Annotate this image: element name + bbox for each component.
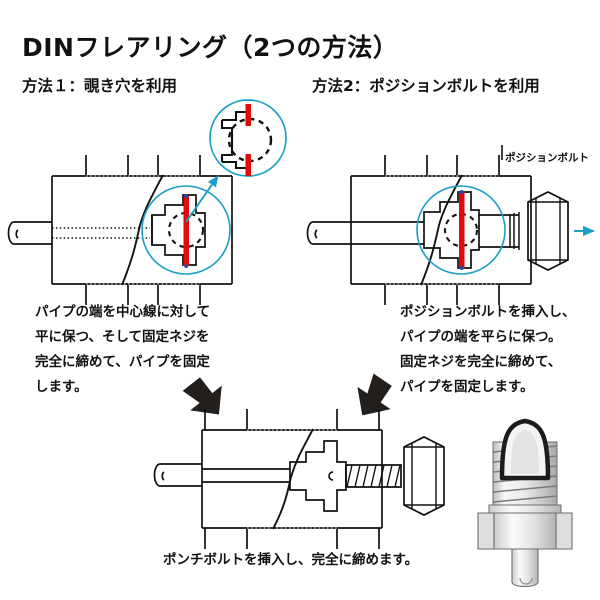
pipe-outline	[14, 221, 52, 245]
b-pipe-end-inner	[161, 471, 165, 481]
position-bolt-label: ポジションボルト	[505, 152, 589, 164]
bolt-thread-lines	[492, 445, 558, 503]
b-upper-port-stub-2	[336, 409, 380, 430]
pipe-end-flare	[7, 221, 15, 245]
process-arrows	[182, 373, 392, 416]
inset-red-bar-bottom	[245, 154, 251, 176]
method-1-instructions: パイプの端を中心線に対して 平に保つ、そして固定ネジを 完全に締めて、パイプを固…	[35, 304, 211, 395]
punch-bolt-tip-detail	[328, 471, 334, 481]
alignment-node-bottom	[184, 264, 189, 268]
punch-bolt-head-edges	[411, 443, 437, 509]
m2-position-bolt-dashed-circle	[443, 212, 479, 248]
hex-nut-body	[527, 191, 569, 271]
internal-section-curve	[121, 174, 164, 286]
method-2-callout-circle	[416, 185, 506, 275]
arrow-down-left-icon	[357, 373, 392, 416]
b-pipe-end-flare	[153, 463, 161, 487]
method-1-heading: 方法１：覗き穴を利用	[22, 77, 178, 95]
method-2-alignment-indicator	[459, 190, 465, 270]
inset-red-bar-top	[245, 104, 251, 126]
b-lower-port-stub-2	[336, 528, 380, 549]
bolt-hex-left-facet	[477, 512, 495, 550]
punch-bolt-threads	[346, 464, 401, 488]
position-bolt-illustration	[477, 418, 573, 588]
bolt-dome-cap	[499, 418, 551, 481]
inset-die-left-block	[220, 120, 234, 162]
bottom-caption: ポンチボルトを挿入し、完全に締めます。	[163, 552, 419, 568]
bolt-cylindrical-tip	[511, 548, 539, 588]
hex-nut-edges	[535, 198, 561, 264]
m2-internal-section-curve	[420, 174, 463, 286]
m2-upper-port-stub-2	[456, 155, 500, 176]
inset-die-lower-step	[222, 160, 248, 170]
punch-bolt-hex-head	[403, 436, 445, 516]
m2-flare-die-profile	[423, 191, 480, 269]
method-1-alignment-indicator	[183, 194, 189, 268]
method-2-fitting-assembly	[306, 155, 569, 305]
upper-port-stub	[85, 155, 129, 176]
m2-red-alignment-bar	[459, 192, 465, 268]
peep-hole-detail-inset	[209, 99, 287, 177]
b-lower-port-stub	[204, 528, 248, 549]
red-alignment-bar	[183, 196, 189, 266]
b-internal-section-curve	[272, 428, 314, 530]
m2-pipe-inside-body	[351, 221, 424, 245]
m2-fitting-body-outline	[350, 175, 532, 285]
pipe-end-inner	[15, 229, 19, 239]
method-2-instructions: ポジションボルトを挿入し、 パイプの端を平らに保つ。 固定ネジを完全に締めて、 …	[400, 304, 576, 395]
method-1-callout-circle	[141, 185, 231, 275]
m2-pipe-end-inner	[314, 229, 318, 239]
b-pipe-outline	[160, 463, 202, 487]
upper-port-stub-2	[157, 155, 201, 176]
punch-bolt-shank	[345, 464, 402, 488]
thread-ticks	[509, 212, 520, 250]
b-fitting-body-outline	[201, 429, 383, 529]
method-2-heading: 方法2：ポジションボルトを利用	[312, 77, 540, 95]
peep-hole-dashed-circle	[167, 211, 205, 249]
punch-bolt-assembly	[153, 409, 445, 549]
inset-die-upper-step	[222, 110, 248, 122]
inset-boundary-circle	[209, 99, 287, 177]
bolt-hex-right-facet	[555, 512, 573, 550]
page-title: DINフレアリング（2つの方法）	[22, 33, 399, 62]
hex-nut-facets	[528, 201, 568, 261]
bolt-hex-front-facet	[493, 512, 557, 550]
b-pipe-inside-body	[202, 468, 290, 483]
alignment-node-top	[184, 194, 189, 198]
m2-pipe-outline	[313, 221, 351, 245]
threaded-shank-outline	[479, 214, 519, 248]
bolt-dome-inner	[511, 430, 539, 474]
bolt-thread-body	[492, 441, 558, 506]
fitting-body-outline	[51, 175, 233, 285]
inset-peep-hole-dashed-circle	[227, 117, 273, 163]
method-1-fitting-assembly	[7, 155, 233, 305]
punch-bolt-head-facets	[404, 446, 444, 506]
bolt-flange-washer	[488, 504, 562, 514]
m2-upper-port-stub	[384, 155, 428, 176]
b-upper-port-stub	[204, 409, 248, 430]
m2-alignment-node-top	[459, 190, 464, 194]
b-flare-die-profile	[289, 440, 347, 512]
m2-alignment-node-bottom	[459, 266, 464, 270]
bolt-tip-notch	[519, 577, 533, 585]
callout-leader-line	[185, 175, 219, 223]
m2-pipe-end-flare	[306, 221, 314, 245]
flare-die-profile	[151, 194, 206, 266]
